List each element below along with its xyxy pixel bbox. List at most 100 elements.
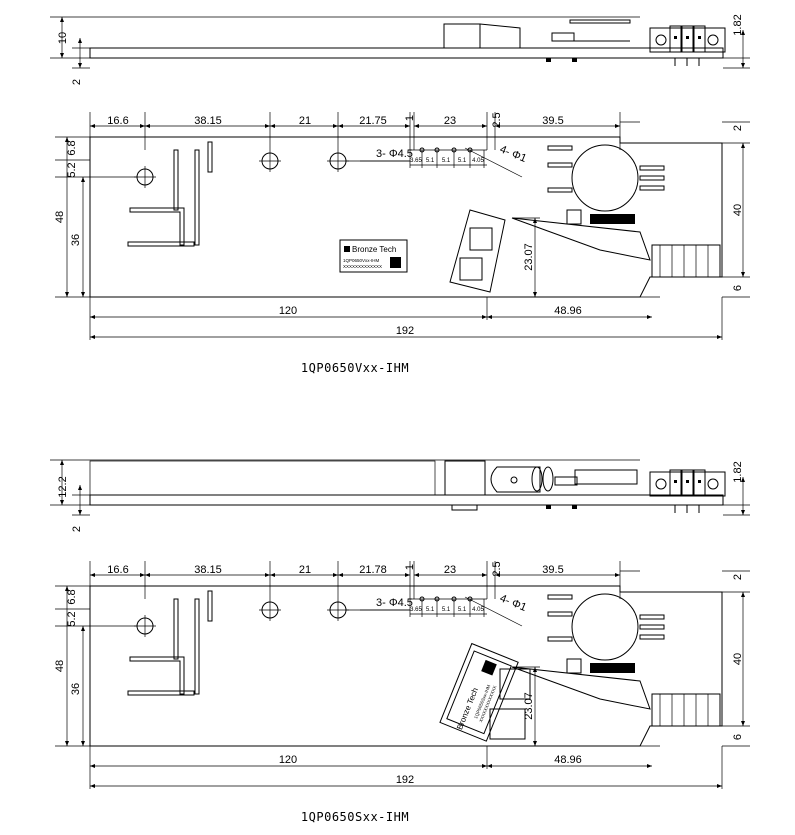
capacitor-ring (531, 466, 543, 492)
dimension-label: 5.1 (426, 607, 435, 613)
dimension-label: 39.5 (542, 115, 563, 127)
capacitor-top (571, 593, 639, 661)
dimension-label: 40 (732, 204, 744, 216)
smd (572, 58, 577, 62)
line (464, 147, 523, 178)
mount-hole-icon (707, 34, 719, 46)
slot (129, 656, 185, 695)
terminal-screw (698, 480, 701, 483)
ic-package (511, 217, 651, 261)
slot (207, 141, 213, 173)
dimension-label: 2.5 (491, 112, 503, 127)
dimension-label: 6 (732, 734, 744, 740)
dimension-label: 2 (732, 125, 744, 131)
holes-note: 3- Φ4.5 (376, 597, 413, 609)
dimension-label: 1 (404, 115, 416, 121)
pcb-board (89, 47, 724, 59)
terminal (681, 25, 694, 53)
slot (173, 598, 179, 660)
transformer-outline (449, 209, 506, 293)
terminal-screw (686, 480, 689, 483)
dimension-label: 16.6 (107, 115, 128, 127)
dimension-label: 5.2 (66, 611, 78, 626)
transformer (443, 23, 481, 49)
screw (510, 476, 518, 484)
dimension-label: 36 (70, 683, 82, 695)
lead (639, 175, 665, 181)
heatsink (651, 693, 721, 727)
lead (547, 611, 573, 617)
slot (207, 590, 213, 622)
lead (547, 636, 573, 642)
dimension-label: 48.96 (554, 305, 582, 317)
dimension-label: 6 (732, 285, 744, 291)
qr-logo (566, 209, 582, 225)
dimension-label: 5.1 (426, 158, 435, 164)
slot (173, 149, 179, 211)
terminal-screw (674, 36, 677, 39)
dimension-label: 21 (299, 115, 311, 127)
label-box (439, 642, 519, 742)
lead (547, 187, 573, 193)
ic-package (511, 666, 651, 710)
dimension-label: 21.75 (359, 115, 387, 127)
dimension-label: 5.1 (458, 158, 467, 164)
terminal-block (649, 471, 726, 497)
mount-hole-icon (655, 478, 667, 490)
dimension-label: 38.15 (194, 564, 222, 576)
arrowhead (60, 17, 64, 58)
capacitor (490, 466, 541, 493)
smd (572, 505, 577, 509)
terminal (669, 469, 682, 497)
dimension-label: 12.2 (57, 476, 69, 497)
dimension-label: 2 (732, 574, 744, 580)
qr-code (390, 257, 401, 268)
terminal (693, 469, 706, 497)
holes-note: 3- Φ4.5 (376, 148, 413, 160)
dimension-label: 2 (71, 526, 83, 532)
dimension-label: 48 (54, 660, 66, 672)
dimension-label: 120 (279, 754, 297, 766)
qr-code (481, 659, 497, 676)
mount-hole-icon (655, 34, 667, 46)
capacitor-bracket (444, 460, 486, 496)
lead (639, 634, 665, 640)
dimension-label: 23 (444, 564, 456, 576)
lead (639, 185, 665, 191)
lead (639, 614, 665, 620)
dimension-label: 1 (404, 564, 416, 570)
dimension-label: 5.1 (442, 158, 451, 164)
dimension-label: 21 (299, 564, 311, 576)
capacitor-top (571, 144, 639, 212)
lead (639, 165, 665, 171)
heatsink (569, 19, 631, 24)
dimension-label: 4.05 (472, 158, 484, 164)
transformer-tab (499, 668, 531, 700)
pins-note: 4- Φ1 (498, 592, 528, 614)
dimension-label: 5.1 (458, 607, 467, 613)
serial-number: XXXXXXXXXXXXX (343, 264, 382, 269)
lead (547, 145, 573, 151)
slot (127, 690, 195, 696)
dimension-label: 1.82 (732, 14, 744, 35)
line (464, 596, 523, 627)
terminal-screw (686, 36, 689, 39)
slot (129, 207, 185, 246)
side-view: 12.221.82 (50, 459, 750, 532)
transformer-winding (479, 23, 521, 49)
model-number: 1QP0650Vxx-IHM (343, 258, 380, 263)
slot (194, 149, 200, 246)
brand-name: Bronze Tech (352, 245, 396, 254)
terminal-screw (674, 480, 677, 483)
dimension-label: 21.78 (359, 564, 387, 576)
dimension-label: 3.65 (410, 158, 422, 164)
dimension-label: 120 (279, 305, 297, 317)
slot (127, 241, 195, 247)
label-box (339, 239, 408, 273)
lead (547, 594, 573, 600)
